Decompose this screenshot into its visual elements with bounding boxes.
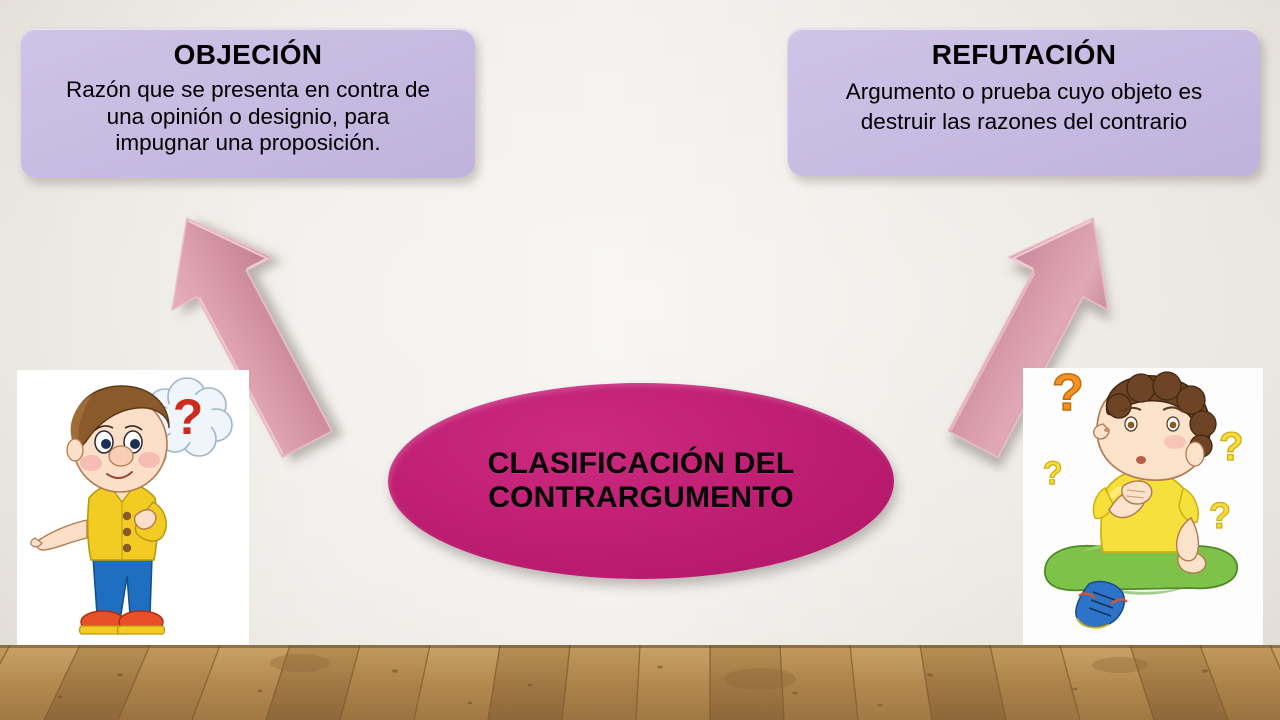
definition-line: destruir las razones del contrario	[860, 108, 1188, 134]
central-label-line: CLASIFICACIÓN DEL	[487, 447, 795, 481]
definition-line: Razón que se presenta en contra de	[66, 77, 430, 103]
svg-text:?: ?	[1052, 368, 1084, 422]
question-mark-icon: ?	[1051, 368, 1084, 423]
wood-floor-texture	[0, 645, 1280, 720]
question-mark-icon: ?	[1208, 494, 1231, 536]
definition-box-refutacion[interactable]: REFUTACIÓN Argumento o prueba cuyo objet…	[787, 28, 1260, 176]
definition-title-objecion: OBJECIÓN	[173, 39, 323, 70]
clipart-boy-sitting-thinking: ? ? ? ?	[1023, 368, 1263, 645]
svg-text:?: ?	[173, 389, 204, 445]
definition-line: una opinión o designio, para	[106, 103, 390, 129]
definition-line: Argumento o prueba cuyo objeto es	[845, 79, 1203, 105]
question-mark-icon: ?	[1042, 454, 1063, 491]
question-mark-icon: ?	[1218, 424, 1244, 469]
boy-standing-thinking-icon: ?	[17, 370, 249, 645]
definition-body-refutacion: Argumento o prueba cuyo objeto es destru…	[798, 77, 1250, 136]
definition-title-refutacion: REFUTACIÓN	[931, 39, 1117, 70]
svg-text:?: ?	[1219, 425, 1243, 469]
svg-text:?: ?	[1209, 495, 1231, 536]
wood-floor	[0, 645, 1280, 720]
definition-body-objecion: Razón que se presenta en contra de una o…	[31, 77, 465, 156]
boy-sitting-thinking-icon: ? ? ? ?	[1023, 368, 1263, 645]
definition-line: impugnar una proposición.	[115, 129, 381, 155]
central-ellipse-clasificacion[interactable]: CLASIFICACIÓN DEL CONTRARGUMENTO	[388, 383, 894, 579]
arrow-up-icon	[947, 217, 1109, 459]
central-label-line: CONTRARGUMENTO	[488, 481, 794, 514]
clipart-boy-standing-thinking: ?	[17, 370, 249, 645]
central-ellipse-label: CLASIFICACIÓN DEL CONTRARGUMENTO	[488, 447, 795, 514]
arrow-to-refutacion	[919, 188, 1147, 474]
definition-box-objecion[interactable]: OBJECIÓN Razón que se presenta en contra…	[20, 28, 475, 178]
svg-text:?: ?	[1043, 455, 1063, 491]
